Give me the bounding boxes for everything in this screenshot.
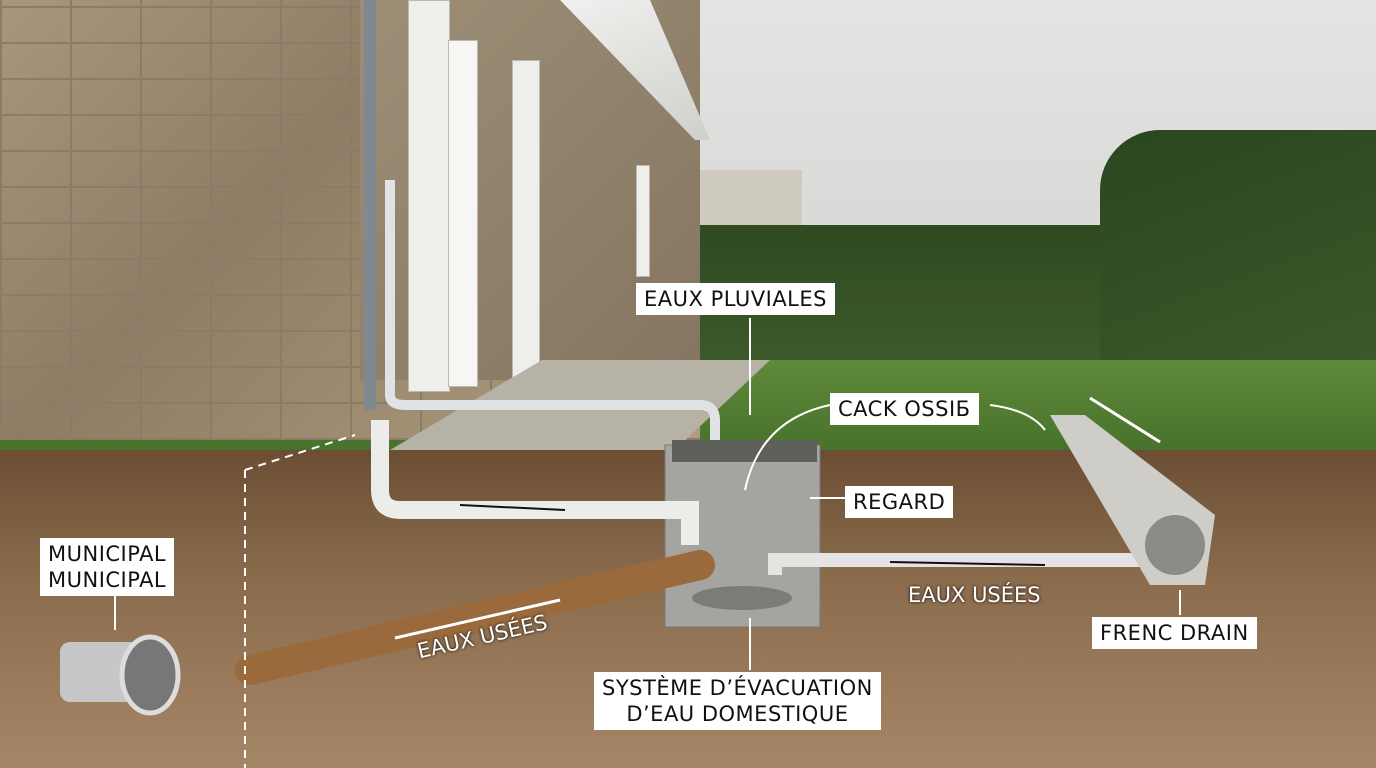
hedge-right <box>1100 130 1376 380</box>
drain-gravel <box>1145 515 1205 575</box>
pointer-arrow <box>744 404 831 491</box>
pvc-pipe <box>371 420 699 545</box>
door <box>448 40 478 387</box>
label-eaux-pluviales: EAUX PLUVIALES <box>636 283 835 315</box>
label-regard: REGARD <box>845 486 954 518</box>
sewer-pipe <box>235 550 715 685</box>
chamber-floor <box>692 586 792 610</box>
label-frenc-drain: FRENC DRAIN <box>1092 617 1257 649</box>
rainwater-pipe <box>385 180 720 470</box>
label-cack-ossib: CACK OSSIБ <box>830 393 979 425</box>
flow-arrow <box>394 598 561 640</box>
label-municipal: MUNICIPAL MUNICIPAL <box>40 538 175 596</box>
outlet-pipe <box>768 553 1150 575</box>
flow-arrow <box>889 561 1046 566</box>
municipal-pipe <box>60 634 181 716</box>
label-eaux-usees-right: EAUX USÉES <box>908 583 1041 607</box>
label-line: MUNICIPAL <box>48 568 167 592</box>
pointer-arrow <box>1089 396 1161 444</box>
door-shutter <box>512 60 540 387</box>
label-line: D’EAU DOMESTIQUE <box>626 702 849 726</box>
door-shutter <box>408 0 450 392</box>
manhole-cover <box>672 440 817 462</box>
label-line: SYSTÈME D’ÉVACUATION <box>602 676 873 700</box>
pointer-arrow <box>989 404 1046 431</box>
flow-arrow <box>459 504 566 511</box>
window-shutter <box>636 165 650 277</box>
label-systeme: SYSTÈME D’ÉVACUATION D’EAU DOMESTIQUE <box>594 672 881 730</box>
label-line: MUNICIPAL <box>48 542 167 566</box>
